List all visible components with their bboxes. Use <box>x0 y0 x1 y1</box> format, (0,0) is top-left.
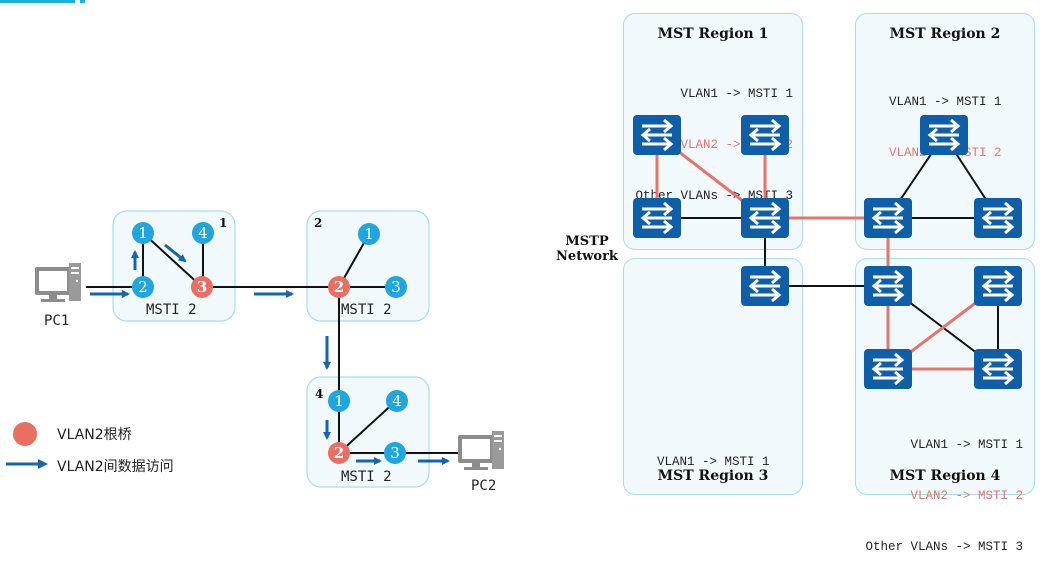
mapping-row-vlan2: VLAN2 -> MSTI 2 <box>889 146 1002 160</box>
root-bridge-node: 3 <box>191 276 213 298</box>
bridge-node: 1 <box>132 222 154 244</box>
mstp-network-label: MSTP Network <box>547 234 627 264</box>
region-4-mappings: VLAN1 -> MSTI 1 VLAN2 -> MSTI 2 Other VL… <box>865 403 1023 573</box>
link-b1-b3 <box>142 232 203 288</box>
region-title: MST Region 2 <box>889 26 1001 42</box>
legend-arrow-icon <box>6 459 48 469</box>
arrow <box>164 243 187 263</box>
legend-root-bridge-label: VLAN2根桥 <box>57 427 132 443</box>
region-3-mappings: VLAN1 -> MSTI 1 <box>657 420 770 488</box>
mstp-network-label-line1: MSTP <box>565 234 609 249</box>
region-title: MST Region 4 <box>889 468 1001 484</box>
root-bridge-node: 2 <box>328 442 350 464</box>
legend-root-bridge-icon <box>13 422 37 446</box>
msti-label: MSTI 2 <box>341 469 392 485</box>
legend-data-access-label: VLAN2间数据访问 <box>57 459 174 475</box>
mapping-row: VLAN1 -> MSTI 1 <box>657 455 770 469</box>
mstp-network-label-line2: Network <box>556 249 618 264</box>
bridge-node: 2 <box>132 276 154 298</box>
msti-label: MSTI 2 <box>341 302 392 318</box>
link-r4-b2-b4 <box>338 399 398 454</box>
mapping-row-vlan2: VLAN2 -> MSTI 2 <box>680 138 793 152</box>
top-bar-mark <box>80 0 85 3</box>
msti-box-index: 2 <box>314 216 323 230</box>
mapping-row: Other VLANs -> MSTI 3 <box>865 540 1023 554</box>
mapping-row: VLAN1 -> MSTI 1 <box>889 95 1002 109</box>
msti-box-index: 4 <box>315 387 324 401</box>
msti-label: MSTI 2 <box>146 302 197 318</box>
bridge-node: 1 <box>358 223 380 245</box>
bridge-node: 3 <box>384 442 406 464</box>
mapping-row-vlan2: VLAN2 -> MSTI 2 <box>910 489 1023 503</box>
bridge-node: 3 <box>385 276 407 298</box>
pc2-label: PC2 <box>471 478 497 494</box>
region-1-mappings: VLAN1 -> MSTI 1 VLAN2 -> MSTI 2 Other VL… <box>635 52 793 222</box>
top-bar <box>0 0 75 3</box>
data-access-arrows <box>90 243 450 465</box>
bridge-node: 1 <box>328 390 350 412</box>
region-2-mappings: VLAN1 -> MSTI 1 VLAN2 -> MSTI 2 <box>889 60 1002 179</box>
region-title: MST Region 1 <box>657 26 769 42</box>
bridge-node: 4 <box>192 222 214 244</box>
pc2-icon <box>458 431 504 470</box>
pc1-icon <box>35 263 81 302</box>
region-title: MST Region 3 <box>657 468 769 484</box>
root-bridge-node: 2 <box>328 276 350 298</box>
pc1-label: PC1 <box>44 313 70 329</box>
mapping-row: VLAN1 -> MSTI 1 <box>680 87 793 101</box>
bridge-node: 4 <box>386 390 408 412</box>
msti-box-index: 1 <box>219 216 228 230</box>
mapping-row: Other VLANs -> MSTI 3 <box>635 189 793 203</box>
mapping-row: VLAN1 -> MSTI 1 <box>910 438 1023 452</box>
